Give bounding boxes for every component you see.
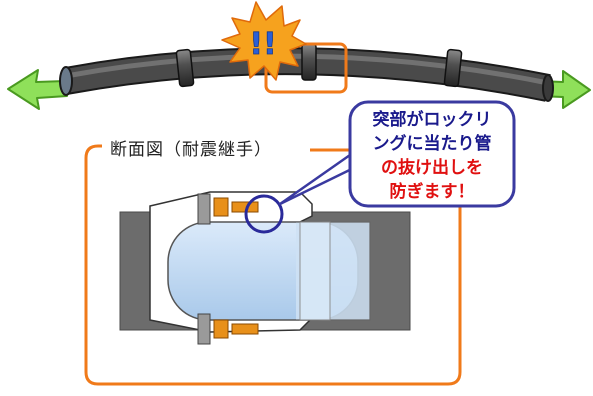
burst-icon: !! [221,1,307,81]
callout-bubble [348,100,516,208]
pipe-end-left [59,66,73,96]
burst-mark: !! [249,27,276,62]
joint-cross-section [119,191,411,345]
callout-line-2: ングに当たり管 [372,134,492,154]
section-caption: 断面図（耐震継手） [110,140,272,160]
pipe-joint-center [301,43,317,81]
pipe-end-right [542,74,554,102]
pipe-joint-left [175,48,195,88]
callout-line-1: 突部がロックリ [372,110,492,130]
pipe-joint-right [443,48,463,88]
callout-line-4: 防ぎます！ [389,182,475,202]
arrow-left-icon [7,69,68,110]
lock-highlight-circle [244,194,284,234]
callout-text: 突部がロックリ ングに当たり管 の抜け出しを 防ぎます！ [356,108,508,204]
callout-line-3: の抜け出しを [381,158,483,178]
